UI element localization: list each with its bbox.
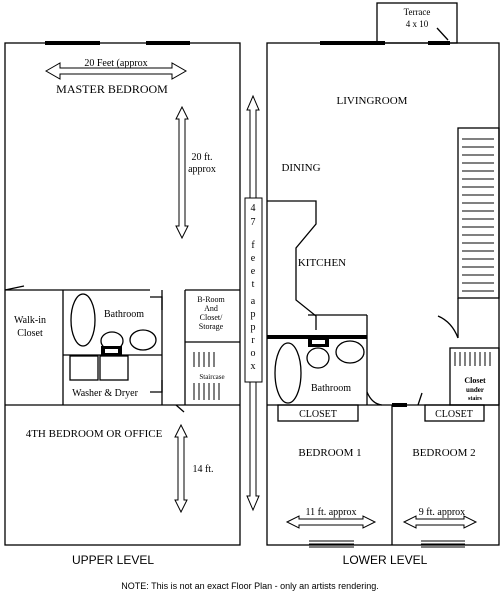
overall-length-char: o [251,348,256,359]
upper-bathroom-label: Bathroom [104,309,144,320]
overall-length-char: a [251,296,256,307]
fourth-bedroom-label: 4TH BEDROOM OR OFFICE [26,428,163,440]
broom-label: B-Room [197,295,225,304]
overall-length-char: f [251,240,255,251]
walkin-closet-label: Closet [17,328,43,339]
lower-bathroom-label: Bathroom [311,383,351,394]
overall-length-char: p [251,322,256,333]
bedroom-2-width-label: 9 ft. approx [419,507,465,518]
lower-level-caption: LOWER LEVEL [343,553,428,567]
dimension-arrow [402,515,478,529]
bedroom-1-label: BEDROOM 1 [298,447,361,459]
under-stairs-label: under [466,386,484,394]
dining-label: DINING [281,162,320,174]
washer-dryer-label: Washer & Dryer [72,388,139,399]
dimension-arrow [174,423,188,514]
overall-length-char: r [251,335,255,346]
door-swing [366,391,383,406]
under-stairs-label: Closet [464,376,486,385]
walkin-closet-label: Walk-in [14,315,46,326]
closet-label: CLOSET [435,409,473,420]
overall-length-char: 7 [251,217,256,228]
terrace-label: Terrace [404,7,431,17]
door-swing [436,27,449,41]
broom-label: Storage [199,322,224,331]
overall-length-char: p [251,309,256,320]
dryer [99,355,129,381]
dimension-arrow [285,515,377,529]
door-swing [150,380,163,393]
sink [306,347,330,369]
dimension-arrow [44,62,188,80]
bedroom-1-width-label: 11 ft. approx [305,507,356,518]
lower-staircase [457,127,500,299]
door-swing [417,392,423,406]
overall-length-dimension: 4 7 f e e t a p p r o x [244,94,263,512]
kitchen-counter [267,200,317,330]
closet-label: CLOSET [299,409,337,420]
closet [424,404,485,422]
terrace [376,2,458,44]
upper-level: 20 Feet (approx MASTER BEDROOM 20 ft. ap… [4,41,241,567]
window [309,540,354,548]
washer [69,355,99,381]
broom-label: And [204,304,218,313]
lower-outline [266,42,500,546]
door-swing [4,285,25,291]
overall-length-char: 4 [251,203,256,214]
bathtub [274,342,302,404]
upper-level-caption: UPPER LEVEL [72,553,154,567]
lower-level: Terrace 4 x 10 LIVINGROOM DINING [266,2,500,567]
toilet-tank [312,340,325,344]
toilet [335,340,365,364]
master-bedroom-label: MASTER BEDROOM [56,82,168,96]
master-width-label: 20 Feet (approx [84,58,147,69]
staircase-label: Staircase [199,373,224,381]
disclaimer-note: NOTE: This is not an exact Floor Plan - … [121,581,378,591]
dimension-arrow [175,105,189,240]
bedroom-2-label: BEDROOM 2 [412,447,475,459]
overall-length-char: e [251,266,256,277]
under-stairs-steps [454,352,491,366]
broom-label: Closet/ [200,313,223,322]
bathtub [70,293,96,347]
upper-outline [4,42,241,546]
toilet-tank [105,349,118,353]
door-swing [175,404,185,413]
terrace-label: 4 x 10 [406,19,429,29]
under-stairs-label: stairs [468,396,483,402]
staircase [193,352,220,400]
fourth-depth-label: 14 ft. [192,464,213,475]
toilet [129,329,157,351]
overall-length-char: e [251,253,256,264]
overall-length-char: t [252,279,255,290]
overall-length-box [244,197,263,383]
door-swing [437,315,459,339]
kitchen-label: KITCHEN [298,257,346,269]
master-depth-label: approx [188,164,216,175]
overall-length-char: x [251,361,256,372]
window [421,540,465,548]
closet [277,404,359,422]
master-depth-label: 20 ft. [191,152,212,163]
door-swing [150,296,163,310]
living-room-label: LIVINGROOM [337,95,408,107]
